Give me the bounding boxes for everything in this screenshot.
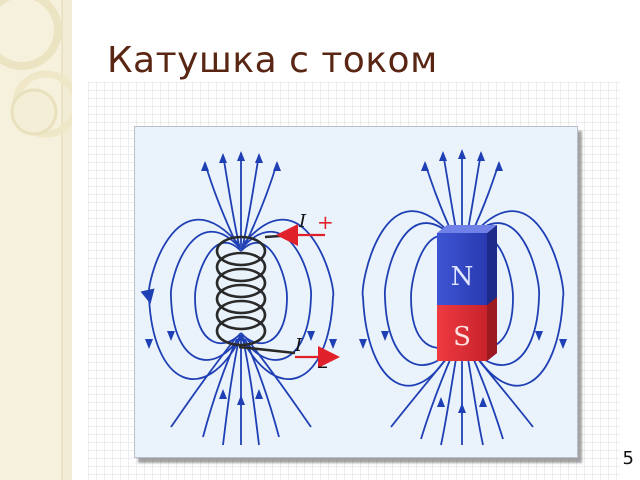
south-label: S: [453, 322, 471, 352]
plus-sign: +: [317, 210, 334, 234]
decor-circle-low: [10, 88, 58, 136]
slide-title: Катушка с током: [107, 40, 438, 81]
magnet-field-arrows: [359, 149, 567, 413]
coil-windings: [215, 233, 296, 355]
bar-magnet: N S: [437, 225, 497, 361]
current-label-bottom: I: [294, 335, 303, 356]
decor-circle-top: [0, 0, 62, 70]
page-number: 5: [622, 448, 634, 469]
current-arrows: [276, 224, 340, 368]
minus-sign: –: [317, 354, 328, 379]
coil-field-lines: [140, 153, 335, 446]
coil-field-arrows: [145, 151, 337, 405]
magnetic-field-figure: I + I –: [134, 126, 578, 458]
decorative-side-strip: [0, 0, 72, 480]
north-label: N: [451, 262, 474, 292]
magnet-south-pole: [437, 305, 487, 361]
current-label-top: I: [298, 211, 307, 232]
magnet-north-pole: [437, 233, 487, 305]
